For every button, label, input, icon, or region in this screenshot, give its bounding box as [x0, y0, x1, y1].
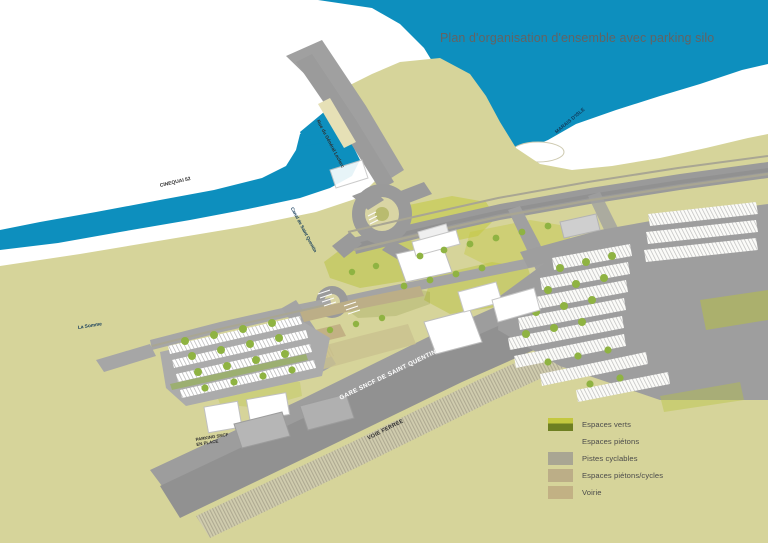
legend-item-espaces-pietons-cycles: Espaces piétons/cycles: [548, 467, 728, 483]
legend-swatch-voirie: [548, 485, 573, 499]
legend-label-pistes-cyclables: Pistes cyclables: [582, 453, 638, 463]
legend-label-espaces-pietons: Espaces piétons: [582, 436, 640, 446]
street-trees: [326, 222, 552, 334]
crossings: [317, 211, 379, 315]
cycle-paths: [151, 155, 768, 347]
water-marais-disle: [318, 0, 768, 152]
legend-label-espaces-pietons-cycles: Espaces piétons/cycles: [582, 470, 664, 480]
legend: Espaces verts Espaces piétons Pistes cyc…: [548, 416, 728, 501]
legend-item-voirie: Voirie: [548, 484, 728, 500]
legend-swatch-pistes-cyclables: [548, 451, 573, 465]
legend-swatch-espaces-pietons-cycles: [548, 468, 573, 482]
legend-item-espaces-pietons: Espaces piétons: [548, 433, 728, 449]
parking-lot-west: [160, 316, 330, 406]
legend-swatch-espaces-pietons: [548, 434, 573, 448]
buildings: [203, 159, 601, 449]
legend-label-voirie: Voirie: [582, 487, 602, 497]
legend-label-espaces-verts: Espaces verts: [582, 419, 631, 429]
parking-lot-east: [498, 202, 768, 412]
legend-item-espaces-verts: Espaces verts: [548, 416, 728, 432]
legend-item-pistes-cyclables: Pistes cyclables: [548, 450, 728, 466]
legend-swatch-espaces-verts: [548, 417, 573, 431]
page-title: Plan d'organisation d'ensemble avec park…: [440, 31, 715, 45]
